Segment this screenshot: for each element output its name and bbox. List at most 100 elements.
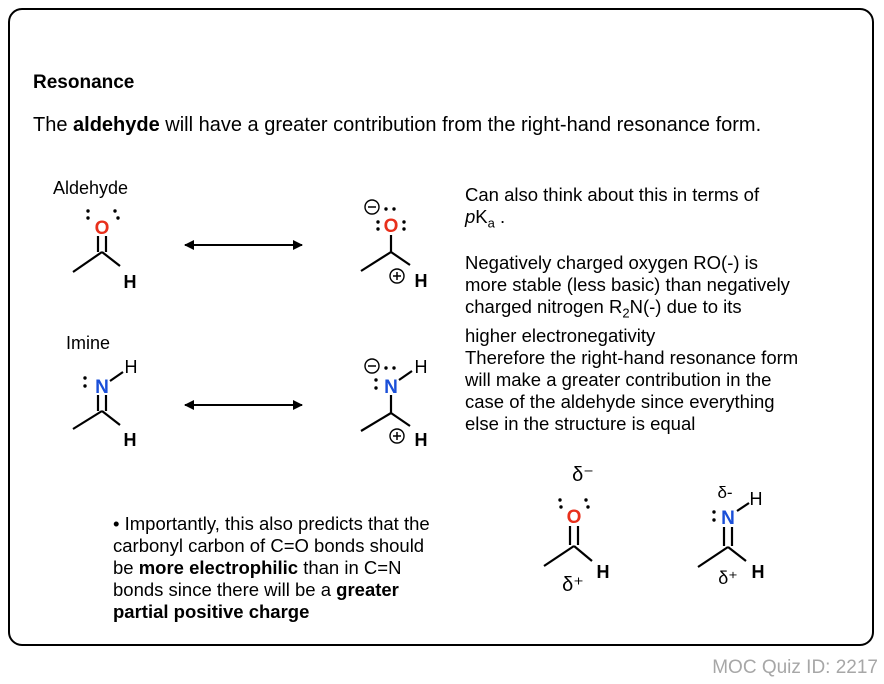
bond-methyl — [72, 251, 103, 273]
lone-pair-dot — [376, 227, 380, 231]
delta-minus-label: δ⁻ — [572, 464, 594, 486]
lone-pair-dot — [392, 207, 396, 211]
bullet-line-4: bonds since there will be a greater — [113, 579, 430, 601]
pka-end: . — [494, 206, 506, 227]
bullet-line-2: carbonyl carbon of C=O bonds should — [113, 535, 425, 556]
lone-pair-dot — [86, 209, 90, 213]
bond-c-h — [390, 412, 411, 427]
slide-frame — [8, 8, 874, 646]
bond-c-h — [573, 545, 593, 562]
lone-pair-dot — [86, 216, 90, 220]
bond-n-h — [736, 502, 750, 512]
bond-methyl — [360, 412, 392, 432]
atom-nitrogen: N — [384, 377, 398, 398]
lone-pair-dot — [374, 386, 378, 390]
lone-pair-dot — [384, 207, 388, 211]
explanation-line-4: higher electronegativity — [465, 324, 656, 346]
bond-methyl — [543, 545, 575, 567]
delta-plus-label: δ⁺ — [562, 574, 584, 596]
aldehyde-right-structure: O H — [360, 199, 428, 291]
lone-pair-dot — [402, 227, 406, 231]
intro-sentence: The aldehyde will have a greater contrib… — [33, 114, 761, 137]
intro-pre: The — [33, 114, 74, 136]
pka-paragraph: Can also think about this in terms of pK… — [465, 184, 759, 235]
atom-hydrogen: H — [124, 272, 137, 292]
plus-charge-icon — [389, 268, 405, 284]
minus-charge-icon — [364, 199, 380, 215]
pka-a: a — [487, 215, 495, 231]
explanation-line-1: Negatively charged oxygen RO(-) is — [465, 252, 759, 273]
bullet-line-3-pre: be — [113, 557, 139, 578]
atom-hydrogen: H — [415, 430, 428, 450]
lone-pair-dot — [384, 366, 388, 370]
lone-pair-dot — [113, 209, 117, 213]
bullet-line-3: be more electrophilic than in C=N — [113, 557, 430, 579]
intro-bold-aldehyde: aldehyde — [73, 114, 160, 136]
delta-plus-label: δ⁺ — [718, 568, 738, 588]
pka-line-2: pKa . — [465, 206, 759, 235]
explanation-line-3-pre: charged nitrogen R — [465, 296, 623, 317]
lone-pair-dot — [712, 518, 716, 522]
lone-pair-dot — [402, 220, 406, 224]
bond-c-h — [390, 251, 411, 266]
imine-partial-charge-structure: δ- H N H δ⁺ — [697, 483, 765, 588]
lone-pair-dot — [712, 510, 716, 514]
explanation-line-3: charged nitrogen R2N(-) due to its — [465, 296, 798, 325]
lone-pair-dot — [83, 384, 87, 388]
atom-hydrogen-n: H — [125, 357, 138, 377]
delta-minus-label: δ- — [717, 483, 732, 502]
atom-hydrogen: H — [752, 562, 765, 582]
explanation-line-3-post: N(-) due to its — [629, 296, 742, 317]
atom-hydrogen-n: H — [750, 489, 763, 509]
pka-k: K — [475, 206, 488, 227]
aldehyde-label: Aldehyde — [53, 178, 129, 198]
lone-pair-dot — [83, 376, 87, 380]
bullet-line-5: partial positive charge — [113, 601, 430, 623]
bullet-line-3-post: than in C=N — [298, 557, 402, 578]
lone-pair-dot — [586, 505, 590, 509]
slide-title: Resonance — [33, 72, 135, 93]
bond-methyl — [72, 410, 103, 430]
minus-charge-icon — [364, 358, 380, 374]
atom-hydrogen-n: H — [415, 357, 428, 377]
bullet-line-3-bold: more electrophilic — [138, 557, 299, 578]
plus-charge-icon — [389, 428, 405, 444]
lone-pair-dot — [584, 498, 588, 502]
bond-c-h — [727, 546, 747, 562]
explanation-line-3-sub: 2 — [622, 305, 630, 321]
bullet-line-4-pre: bonds since there will be a — [113, 579, 337, 600]
atom-oxygen: O — [567, 507, 582, 528]
aldehyde-left-structure: O H — [72, 209, 137, 292]
atom-hydrogen: H — [415, 271, 428, 291]
atom-hydrogen: H — [124, 430, 137, 450]
bond-n-h — [109, 371, 124, 382]
bond-n-h — [398, 370, 413, 381]
bullet-line-1: • Importantly, this also predicts that t… — [113, 513, 430, 534]
explanation-line-8: else in the structure is equal — [465, 412, 696, 434]
explanation-line-5: Therefore the right-hand resonance form — [465, 346, 799, 368]
atom-nitrogen: N — [721, 508, 735, 529]
aldehyde-partial-charge-structure: δ⁻ O H δ⁺ — [543, 464, 610, 596]
intro-post: will have a greater contribution from th… — [159, 114, 762, 136]
atom-oxygen: O — [384, 216, 399, 237]
lone-pair-dot — [116, 216, 120, 220]
lone-pair-dot — [392, 366, 396, 370]
imine-left-structure: N H H — [72, 357, 138, 450]
bond-methyl — [697, 546, 729, 568]
atom-oxygen: O — [95, 218, 110, 239]
imine-right-structure: N H H — [360, 357, 428, 450]
lone-pair-dot — [374, 378, 378, 382]
bullet-paragraph: • Importantly, this also predicts that t… — [113, 513, 430, 623]
bullet-line-4-bold: greater — [336, 579, 399, 600]
explanation-line-7: case of the aldehyde since everything — [465, 390, 775, 412]
bond-methyl — [360, 251, 392, 272]
lone-pair-dot — [376, 220, 380, 224]
imine-label: Imine — [66, 333, 111, 353]
lone-pair-dot — [558, 498, 562, 502]
bond-c-h — [101, 251, 121, 267]
explanation-paragraph: Negatively charged oxygen RO(-) is more … — [465, 252, 798, 435]
pka-line-1: Can also think about this in terms of — [465, 184, 760, 205]
bond-c-h — [101, 410, 121, 426]
quiz-id: MOC Quiz ID: 2217 — [712, 657, 878, 678]
